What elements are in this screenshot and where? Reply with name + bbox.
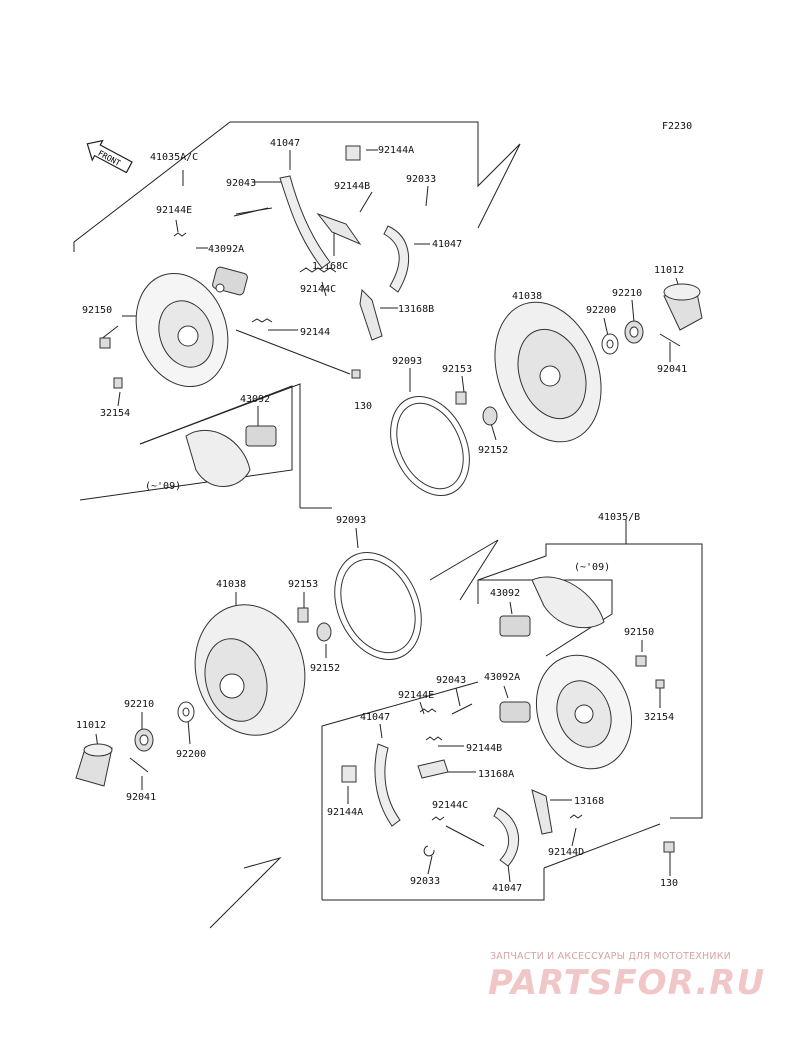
label-13168-lower: 13168 [574,796,604,807]
lower-washer-92200 [177,701,195,723]
label-upper-assembly: 41035A/C [150,152,198,163]
lower-group-frame [209,520,703,929]
label-130-upper: 130 [354,401,372,412]
lower-cotter-pin [129,757,149,773]
upper-nut-92210 [624,320,644,344]
label-92144a-lower: 92144A [327,807,363,818]
lower-lever [531,789,553,835]
lower-seal-ring [334,552,422,660]
upper-brake-shoe-b [383,225,410,293]
watermark-tagline: ЗАПЧАСТИ И АКСЕССУАРЫ ДЛЯ МОТОТЕХНИКИ [490,951,731,962]
label-92043: 92043 [226,178,256,189]
label-92150-lower: 92150 [624,627,654,638]
label-92144b: 92144B [334,181,370,192]
label-92033-lower: 92033 [410,876,440,887]
label-13168c: 13168C [312,261,348,272]
upper-brake-shoe-a [279,175,331,269]
label-43092-upper: 43092 [240,394,270,405]
label-41047-a: 41047 [270,138,300,149]
lower-small-parts [341,655,675,857]
label-130-lower: 130 [660,878,678,889]
label-92210-upper: 92210 [612,288,642,299]
upper-bolts [99,145,361,389]
lower-brake-shoe-a [374,743,401,827]
label-92150: 92150 [82,305,112,316]
upper-washer-92200 [601,333,619,355]
label-92093-upper: 92093 [392,356,422,367]
label-41047-b: 41047 [432,239,462,250]
label-11012-upper: 11012 [654,265,684,276]
lower-springs [419,708,583,821]
label-92152-upper: 92152 [478,445,508,456]
label-41047-lower-a: 41047 [360,712,390,723]
label-92144c-lower: 92144C [432,800,468,811]
label-92144b-lower: 92144B [466,743,502,754]
upper-cap-11012 [663,283,703,331]
label-lower-version: (~'09) [574,562,610,573]
lower-bolt-92153 [297,607,309,623]
label-92210-lower: 92210 [124,699,154,710]
upper-seal-ring [390,395,470,497]
label-32154-lower: 32154 [644,712,674,723]
label-41038-upper: 41038 [512,291,542,302]
label-92144c: 92144C [300,284,336,295]
upper-bolt-92153 [455,391,467,405]
label-11012-lower: 11012 [76,720,106,731]
upper-seal-92152 [482,406,498,426]
label-92153-upper: 92153 [442,364,472,375]
label-43092a-lower: 43092A [484,672,520,683]
label-13168b: 13168B [398,304,434,315]
label-92153-lower: 92153 [288,579,318,590]
upper-springs [173,232,337,323]
label-43092a: 43092A [208,244,244,255]
label-92093-lower: 92093 [336,515,366,526]
label-41047-lower-b: 41047 [492,883,522,894]
label-43092-lower: 43092 [490,588,520,599]
label-92144a: 92144A [378,145,414,156]
label-92152-lower: 92152 [310,663,340,674]
lower-backing-plate [535,654,633,770]
label-lower-assembly: 41035/B [598,512,640,523]
front-arrow: FRONT [86,139,133,174]
label-92041-lower: 92041 [126,792,156,803]
label-92144d-lower: 92144D [548,847,584,858]
label-41038-lower: 41038 [216,579,246,590]
lower-wheel-cylinder [499,701,531,723]
upper-wheel-cylinder [212,266,248,296]
label-92200-upper: 92200 [586,305,616,316]
upper-lever [359,288,383,341]
lower-cap-11012 [75,743,113,787]
lower-brake-drum [194,604,306,736]
upper-inset-plate [185,425,277,487]
upper-brake-drum [494,301,602,443]
upper-cotter-pin [659,333,681,347]
label-32154-upper: 32154 [100,408,130,419]
label-upper-version: (~'09) [145,481,181,492]
label-92033: 92033 [406,174,436,185]
lower-seal-92152 [316,622,332,642]
upper-group-frame [73,121,521,509]
label-92041-upper: 92041 [657,364,687,375]
upper-adjuster-plate [316,212,362,246]
watermark-logo: PARTSFOR.RU [488,963,766,1003]
label-92043-lower: 92043 [436,675,466,686]
lower-brake-shoe-b [493,807,519,867]
lower-nut-92210 [134,728,154,752]
lower-adjuster-plate [417,759,449,779]
label-92144e-lower: 92144E [398,690,434,701]
figure-code: F2230 [662,121,692,132]
upper-backing-plate [135,272,229,388]
label-13168a-lower: 13168A [478,769,514,780]
label-92200-lower: 92200 [176,749,206,760]
label-92144: 92144 [300,327,330,338]
label-92144e: 92144E [156,205,192,216]
lower-inset-plate [499,576,605,637]
